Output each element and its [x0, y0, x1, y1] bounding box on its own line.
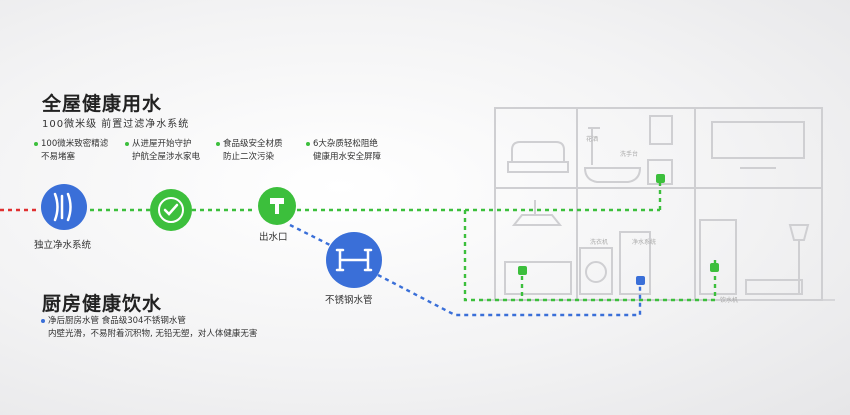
marker-dispenser: [710, 263, 719, 272]
kitchen-pipe-blue: [289, 223, 642, 317]
kitchen-desc-text-1: 净后厨房水管 食品级304不锈钢水管: [48, 316, 186, 326]
marker-basin: [656, 174, 665, 183]
feature-bullet: [34, 142, 38, 146]
feature-line-2: 护航全屋涉水家电: [132, 152, 201, 162]
cabinet-icon: [649, 115, 673, 145]
kitchen-counter: [504, 261, 572, 295]
filter-system-label: 独立净水系统: [34, 240, 92, 251]
check-icon: [163, 203, 179, 216]
pipes: [0, 180, 717, 317]
sofa-icon: [507, 141, 569, 173]
tv-icon: [711, 121, 805, 159]
feature-line-1: 从进屋开始守护: [132, 139, 192, 149]
feature-item-3: 食品级安全材质 防止二次污染: [216, 138, 283, 164]
fridge-icon: [619, 231, 651, 295]
outlet-label: 出水口: [259, 232, 288, 243]
tv-cabinet-icon: [745, 279, 803, 295]
section-title-kitchen: 厨房健康饮水: [42, 293, 163, 315]
feature-line-1: 6大杂质轻松阻绝: [313, 139, 378, 149]
filter-icon: [53, 192, 72, 222]
marker-faucet-blue: [636, 276, 645, 285]
bathtub-icon: [583, 167, 642, 183]
outlet-node: [258, 187, 296, 225]
pipe-icon: [335, 248, 373, 272]
house-label-purifier: 净水系统: [632, 238, 656, 246]
marker-kitchen: [518, 266, 527, 275]
faucet-icon: [270, 198, 284, 214]
section-subtitle-whole-house: 100微米级 前置过滤净水系统: [42, 119, 190, 130]
house-label-bathroom: 花洒: [586, 135, 598, 143]
checkmark-node: [150, 189, 192, 231]
feature-bullet: [216, 142, 220, 146]
kitchen-desc-line-1: 净后厨房水管 食品级304不锈钢水管: [41, 315, 186, 328]
washer-door: [585, 261, 607, 283]
feature-line-2: 健康用水安全屏障: [313, 152, 382, 162]
kitchen-desc-line-2: 内壁光滑，不易附着沉积物, 无铅无塑，对人体健康无害: [48, 329, 258, 339]
feature-line-2: 防止二次污染: [223, 152, 275, 162]
washer-icon: [579, 247, 613, 295]
section-title-whole-house: 全屋健康用水: [42, 93, 163, 115]
range-hood-icon: [511, 200, 563, 226]
kitchen-bullet: [41, 319, 45, 323]
feature-item-2: 从进屋开始守护 护航全屋涉水家电: [125, 138, 201, 164]
stainless-pipe-node: [326, 232, 382, 288]
fixture-markers: [518, 174, 719, 285]
feature-item-1: 100微米致密精滤 不易堵塞: [34, 138, 109, 164]
house-label-washer: 洗衣机: [590, 238, 608, 246]
feature-bullet: [306, 142, 310, 146]
feature-bullet: [125, 142, 129, 146]
branch-pipe-green-down: [463, 210, 717, 302]
feature-line-1: 食品级安全材质: [223, 139, 283, 149]
lamp-icon: [788, 224, 810, 294]
feature-line-1: 100微米致密精滤: [41, 139, 109, 149]
house-frame: [494, 107, 823, 301]
shower-icon: [588, 127, 600, 165]
house-label-basin: 洗手台: [620, 150, 638, 158]
feature-item-4: 6大杂质轻松阻绝 健康用水安全屏障: [306, 138, 382, 164]
feature-line-2: 不易堵塞: [41, 152, 76, 162]
stainless-pipe-label: 不锈钢水管: [325, 295, 373, 306]
house-label-dispenser: 饮水机: [720, 296, 738, 304]
house-illustration: [480, 107, 835, 301]
cupboard-icon: [699, 219, 737, 295]
filter-system-node: [41, 184, 87, 230]
